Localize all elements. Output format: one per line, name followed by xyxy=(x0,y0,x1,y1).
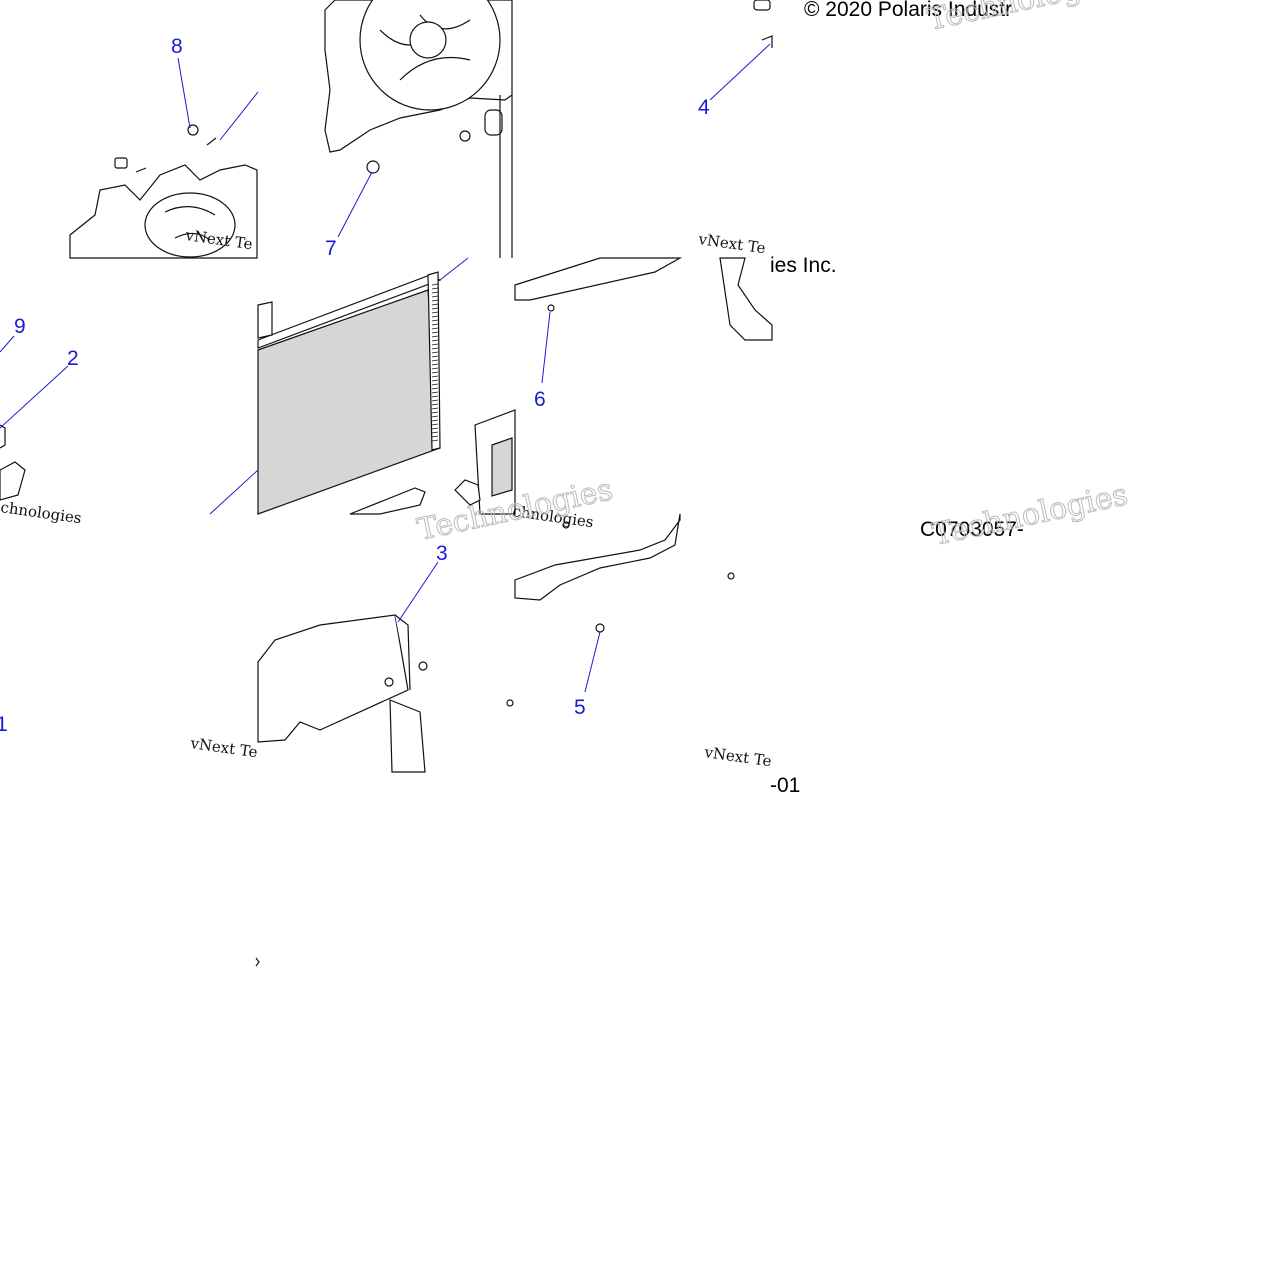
radiator-fin xyxy=(431,347,439,350)
radiator-fin xyxy=(431,367,439,370)
radiator-fin xyxy=(431,287,439,290)
radiator-fin xyxy=(431,387,439,390)
part-code-suffix: -01 xyxy=(770,774,800,797)
radiator-fin xyxy=(431,291,439,294)
callout-6[interactable]: 6 xyxy=(534,388,546,411)
radiator-fin xyxy=(431,379,439,382)
radiator-fins xyxy=(431,283,439,442)
radiator xyxy=(257,271,442,515)
radiator-fin xyxy=(431,351,439,354)
radiator-fin xyxy=(431,403,439,406)
radiator-fin xyxy=(431,299,439,302)
shroud-edge-left xyxy=(0,424,26,501)
radiator-fin xyxy=(431,319,439,322)
radiator-fin xyxy=(431,411,439,414)
side-panel xyxy=(454,257,683,515)
radiator-fin xyxy=(431,311,439,314)
callout-3[interactable]: 3 xyxy=(436,542,448,565)
hose-bracket xyxy=(753,0,773,48)
radiator-fin xyxy=(431,375,439,378)
deflector xyxy=(506,513,735,707)
radiator-fin xyxy=(431,355,439,358)
copyright-text: © 2020 Polaris Industr xyxy=(804,0,1012,21)
callout-4[interactable]: 4 xyxy=(698,96,710,119)
radiator-fin xyxy=(431,423,439,426)
radiator-fin xyxy=(431,343,439,346)
duct-right xyxy=(719,257,773,341)
radiator-fin xyxy=(431,307,439,310)
radiator-fin xyxy=(431,439,439,442)
radiator-fin xyxy=(431,407,439,410)
radiator-fin xyxy=(431,371,439,374)
radiator-fin xyxy=(431,327,439,330)
lower-shroud xyxy=(257,614,428,773)
fragment-mark xyxy=(255,957,260,967)
radiator-fin xyxy=(431,391,439,394)
callout-8[interactable]: 8 xyxy=(171,35,183,58)
copyright-text-fragment: ies Inc. xyxy=(770,254,837,277)
callout-7[interactable]: 7 xyxy=(325,237,337,260)
radiator-fin xyxy=(431,431,439,434)
radiator-fin xyxy=(431,323,439,326)
watermark-text: vNext Te xyxy=(702,743,772,770)
radiator-fin xyxy=(431,383,439,386)
radiator-fin xyxy=(431,283,439,286)
callout-5[interactable]: 5 xyxy=(574,696,586,719)
watermark-text: chnologies xyxy=(0,498,83,527)
radiator-fin xyxy=(431,331,439,334)
radiator-fin xyxy=(431,415,439,418)
radiator-fin xyxy=(431,395,439,398)
radiator-fin xyxy=(431,339,439,342)
fan-shroud-small xyxy=(69,124,258,259)
watermark-text: vNext Te xyxy=(188,734,258,761)
radiator-fin xyxy=(431,419,439,422)
watermark-large: Technologies xyxy=(929,477,1130,553)
radiator-fin xyxy=(431,435,439,438)
callout-2[interactable]: 2 xyxy=(67,347,79,370)
watermark-large: Technologies xyxy=(924,0,1125,38)
part-code: C0703057- xyxy=(920,518,1024,541)
radiator-fin xyxy=(431,295,439,298)
radiator-fin xyxy=(431,363,439,366)
radiator-fin xyxy=(431,303,439,306)
radiator-fin xyxy=(431,399,439,402)
radiator-fin xyxy=(431,315,439,318)
radiator-fin xyxy=(431,335,439,338)
radiator-fin xyxy=(431,359,439,362)
radiator-fin xyxy=(431,427,439,430)
callout-9[interactable]: 9 xyxy=(14,315,26,338)
watermark-text: vNext Te xyxy=(696,230,766,257)
callout-1[interactable]: 1 xyxy=(0,713,8,736)
fan-shroud-large xyxy=(324,0,513,258)
